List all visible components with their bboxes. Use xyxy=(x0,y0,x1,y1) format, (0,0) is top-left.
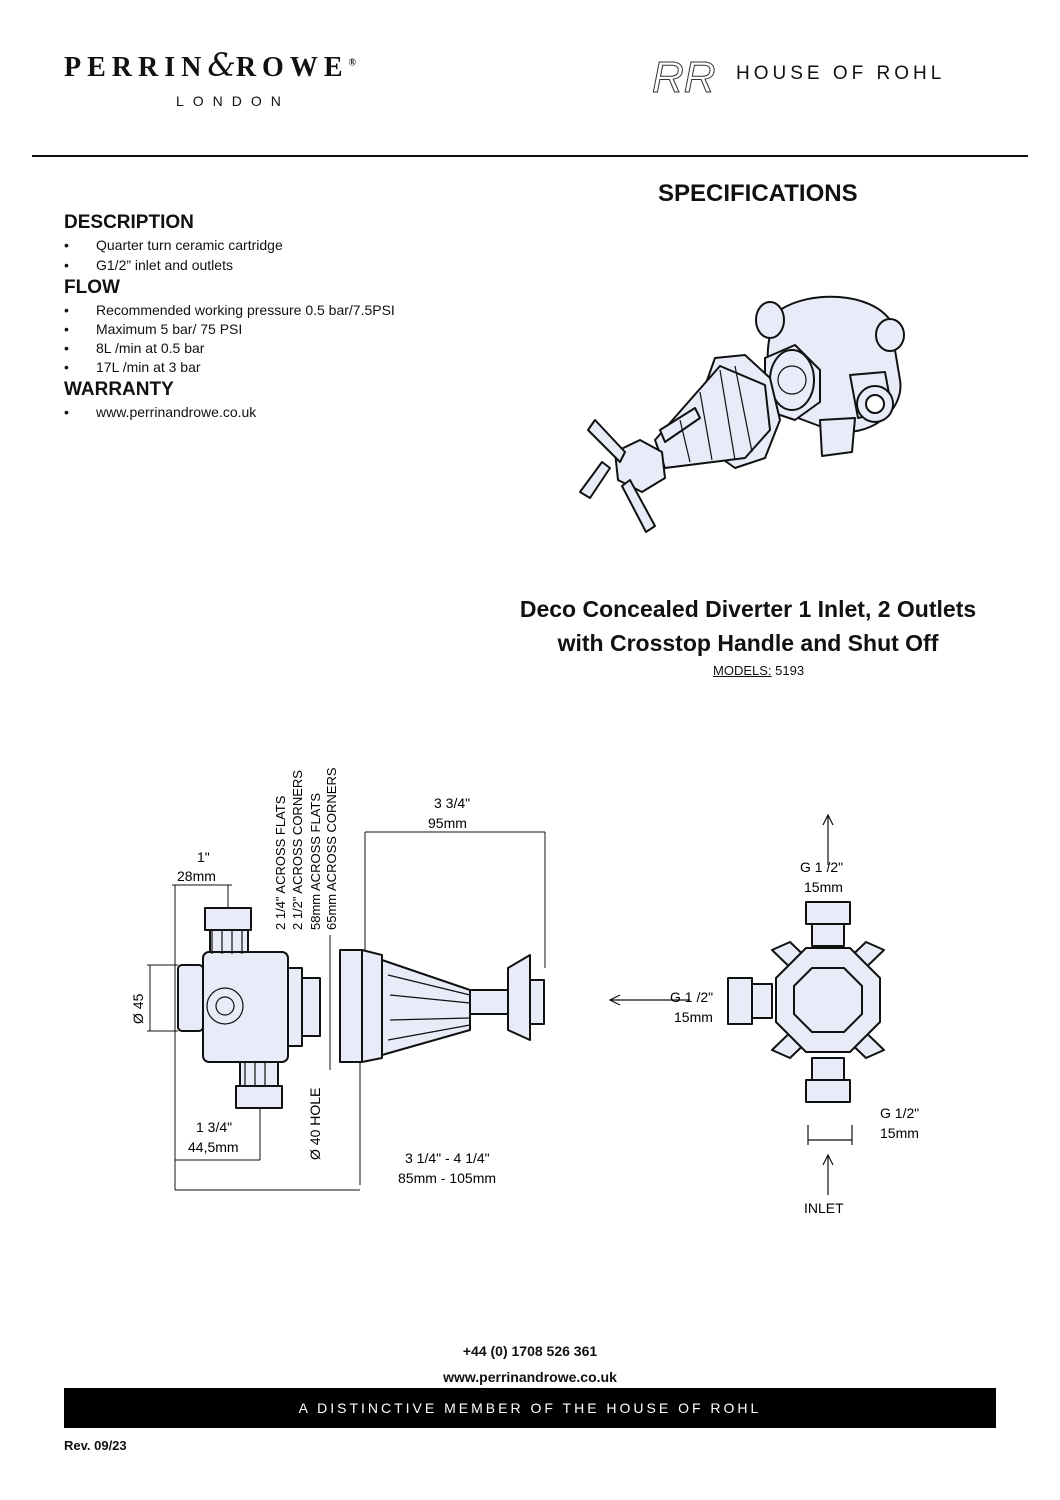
svg-text:28mm: 28mm xyxy=(177,868,216,884)
registered-mark: ® xyxy=(348,57,356,69)
svg-text:65mm ACROSS CORNERS: 65mm ACROSS CORNERS xyxy=(324,767,339,930)
header-divider xyxy=(32,155,1028,157)
svg-text:15mm: 15mm xyxy=(880,1125,919,1141)
svg-text:3 1/4" - 4 1/4": 3 1/4" - 4 1/4" xyxy=(405,1150,490,1166)
footer-tagline-bar: A DISTINCTIVE MEMBER OF THE HOUSE OF ROH… xyxy=(64,1388,996,1428)
svg-text:58mm ACROSS FLATS: 58mm ACROSS FLATS xyxy=(308,793,323,930)
product-title-line: with Crosstop Handle and Shut Off xyxy=(557,630,939,656)
flow-item: •Maximum 5 bar/ 75 PSI xyxy=(64,321,243,337)
brand-city: LONDON xyxy=(176,93,290,109)
svg-text:2 1/2" ACROSS CORNERS: 2 1/2" ACROSS CORNERS xyxy=(290,770,305,930)
svg-text:1 3/4": 1 3/4" xyxy=(196,1119,232,1135)
brand-name-left: PERRIN xyxy=(64,52,208,83)
svg-text:95mm: 95mm xyxy=(428,815,467,831)
svg-text:3 3/4": 3 3/4" xyxy=(434,795,470,811)
contact-website[interactable]: www.perrinandrowe.co.uk xyxy=(443,1369,617,1385)
description-heading: DESCRIPTION xyxy=(64,212,194,233)
svg-text:15mm: 15mm xyxy=(804,879,843,895)
front-view-drawing: G 1 /2" 15mm G 1 /2" 15mm G 1/2" 15mm IN… xyxy=(608,813,919,1216)
description-item: •Quarter turn ceramic cartridge xyxy=(64,237,283,253)
product-title-line: Deco Concealed Diverter 1 Inlet, 2 Outle… xyxy=(519,596,977,622)
side-view-drawing: 1" 28mm 3 3/4" 95mm 2 1/4" ACROSS FLATS … xyxy=(130,767,546,1191)
svg-text:Ø 40 HOLE: Ø 40 HOLE xyxy=(307,1088,323,1160)
flow-heading: FLOW xyxy=(64,277,120,298)
flow-item: •17L /min at 3 bar xyxy=(64,359,201,375)
svg-text:2 1/4" ACROSS FLATS: 2 1/4" ACROSS FLATS xyxy=(273,795,288,930)
brand-name-right: ROWE xyxy=(235,52,349,83)
brand-ampersand: & xyxy=(207,46,236,84)
revision-label: Rev. 09/23 xyxy=(64,1438,127,1453)
models: MODELS: 5193 xyxy=(713,663,804,678)
brand-logo: PERRIN&ROWE® xyxy=(64,46,356,84)
svg-text:G 1/2": G 1/2" xyxy=(880,1105,919,1121)
footer-tagline: A DISTINCTIVE MEMBER OF THE HOUSE OF ROH… xyxy=(298,1400,762,1416)
svg-text:G 1 /2": G 1 /2" xyxy=(670,989,713,1005)
warranty-item: •www.perrinandrowe.co.uk xyxy=(64,404,257,420)
warranty-heading: WARRANTY xyxy=(64,379,174,400)
parent-brand-name: HOUSE OF ROHL xyxy=(736,63,946,84)
product-title: Deco Concealed Diverter 1 Inlet, 2 Outle… xyxy=(440,592,1056,660)
svg-text:85mm - 105mm: 85mm - 105mm xyxy=(398,1170,496,1186)
svg-text:15mm: 15mm xyxy=(674,1009,713,1025)
svg-text:1": 1" xyxy=(197,849,210,865)
svg-text:Ø 45: Ø 45 xyxy=(130,993,146,1024)
flow-item: •8L /min at 0.5 bar xyxy=(64,340,205,356)
page-title: SPECIFICATIONS xyxy=(658,180,858,207)
models-value: 5193 xyxy=(775,663,805,678)
contact-phone: +44 (0) 1708 526 361 xyxy=(462,1343,598,1359)
svg-text:RR: RR xyxy=(652,53,716,102)
description-item: •G1/2” inlet and outlets xyxy=(64,257,233,273)
svg-text:G 1 /2": G 1 /2" xyxy=(800,859,843,875)
flow-item: •Recommended working pressure 0.5 bar/7.… xyxy=(64,302,395,318)
svg-text:44,5mm: 44,5mm xyxy=(188,1139,239,1155)
models-label: MODELS: xyxy=(713,663,772,678)
product-illustration xyxy=(579,295,905,533)
svg-text:INLET: INLET xyxy=(804,1200,844,1216)
house-of-rohl-monogram: RR xyxy=(652,53,717,103)
